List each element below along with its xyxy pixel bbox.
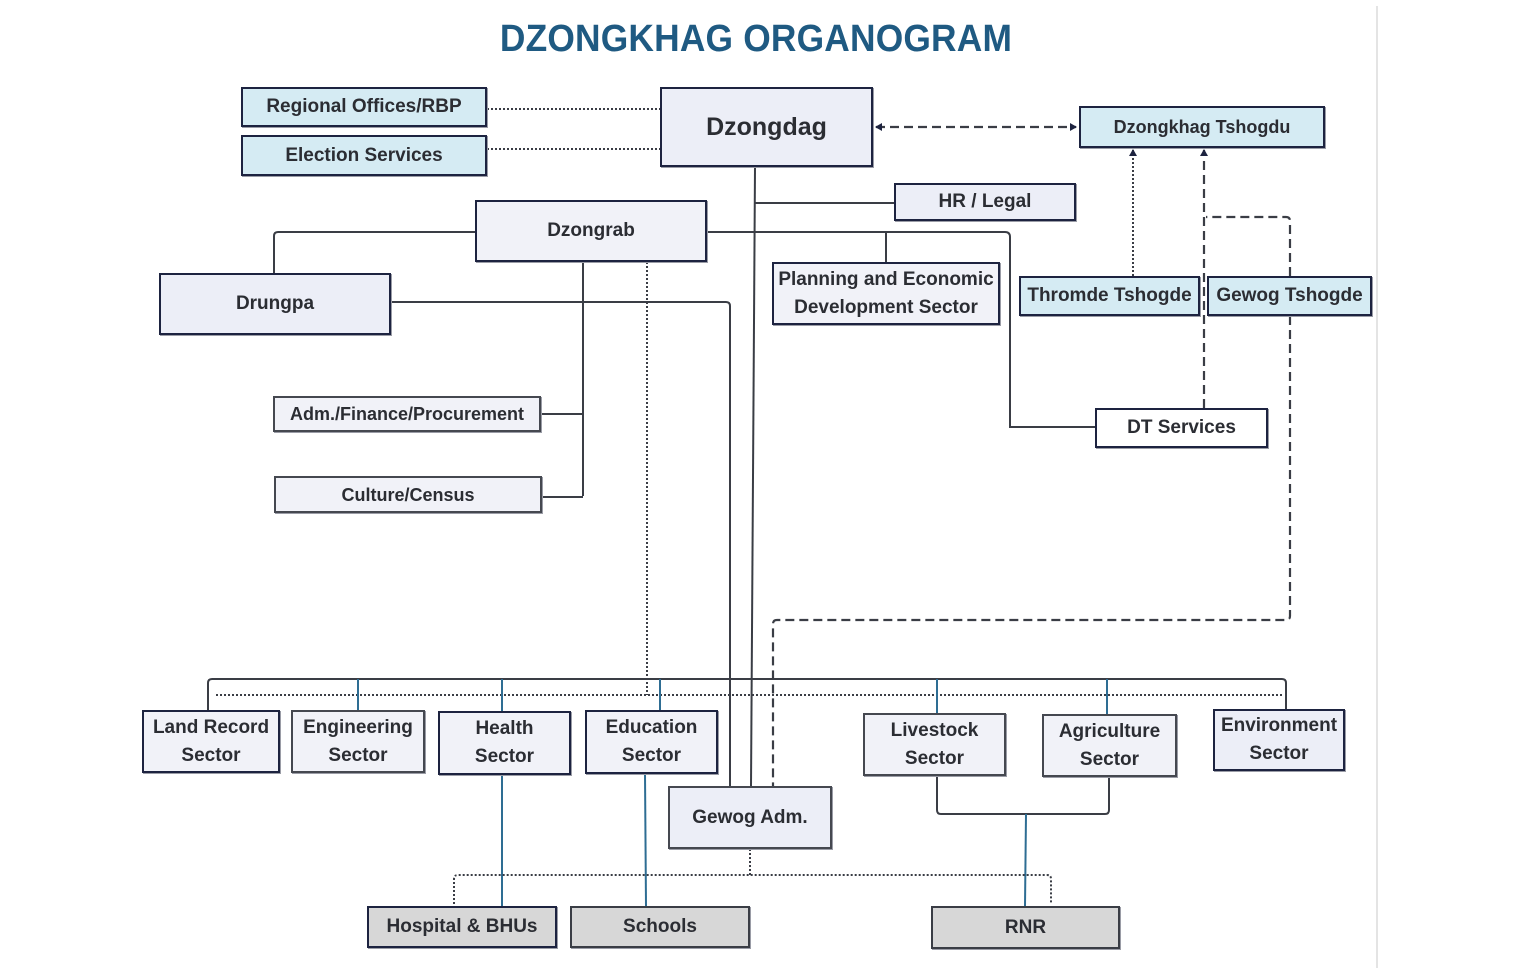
link-dzongrab-drungpa xyxy=(273,231,475,273)
node-engineering-sector[interactable]: Engineering Sector xyxy=(291,710,425,773)
node-health-sector[interactable]: Health Sector xyxy=(438,711,571,775)
node-gewog-tshogde[interactable]: Gewog Tshogde xyxy=(1207,276,1372,316)
link-drungpa-gewog xyxy=(391,301,731,786)
link-dzongrab-right xyxy=(707,231,1095,428)
link-dzongdag-trunk xyxy=(750,166,756,787)
node-education-sector[interactable]: Education Sector xyxy=(585,710,718,774)
node-gewog-adm[interactable]: Gewog Adm. xyxy=(668,786,832,849)
node-dzongrab[interactable]: Dzongrab xyxy=(475,200,707,262)
link-livestock-agri-join xyxy=(936,776,1110,815)
page-title: DZONGKHAG ORGANOGRAM xyxy=(499,18,1013,60)
node-rnr[interactable]: RNR xyxy=(931,906,1120,949)
node-agriculture-sector[interactable]: Agriculture Sector xyxy=(1042,714,1177,777)
node-dzongkhag-tshogdu[interactable]: Dzongkhag Tshogdu xyxy=(1079,106,1325,148)
node-planning-economic-development[interactable]: Planning and Economic Development Sector xyxy=(772,262,1000,325)
node-regional-offices[interactable]: Regional Offices/RBP xyxy=(241,87,487,127)
node-hr-legal[interactable]: HR / Legal xyxy=(894,183,1076,221)
node-land-record-sector[interactable]: Land Record Sector xyxy=(142,710,280,773)
node-environment-sector[interactable]: Environment Sector xyxy=(1213,709,1345,771)
node-culture-census[interactable]: Culture/Census xyxy=(274,476,542,513)
link-gewog-tshogde-gewogadm xyxy=(771,316,1292,786)
node-hospital-bhus[interactable]: Hospital & BHUs xyxy=(367,906,557,948)
node-schools[interactable]: Schools xyxy=(570,906,750,948)
link-gewog-tshogde-up xyxy=(1206,215,1292,276)
node-election-services[interactable]: Election Services xyxy=(241,135,487,176)
node-dt-services[interactable]: DT Services xyxy=(1095,408,1268,448)
link-rnr xyxy=(1024,813,1027,907)
node-dzongdag[interactable]: Dzongdag xyxy=(660,87,873,167)
node-livestock-sector[interactable]: Livestock Sector xyxy=(863,713,1006,776)
node-thromde-tshogde[interactable]: Thromde Tshogde xyxy=(1019,276,1200,316)
link-sector-bar xyxy=(207,678,1287,710)
node-drungpa[interactable]: Drungpa xyxy=(159,273,391,335)
node-adm-finance-procurement[interactable]: Adm./Finance/Procurement xyxy=(273,396,541,432)
page-edge-divider xyxy=(1376,6,1378,968)
link-gewogadm-bottom-bar xyxy=(453,874,1052,904)
link-education-schools xyxy=(644,773,647,907)
